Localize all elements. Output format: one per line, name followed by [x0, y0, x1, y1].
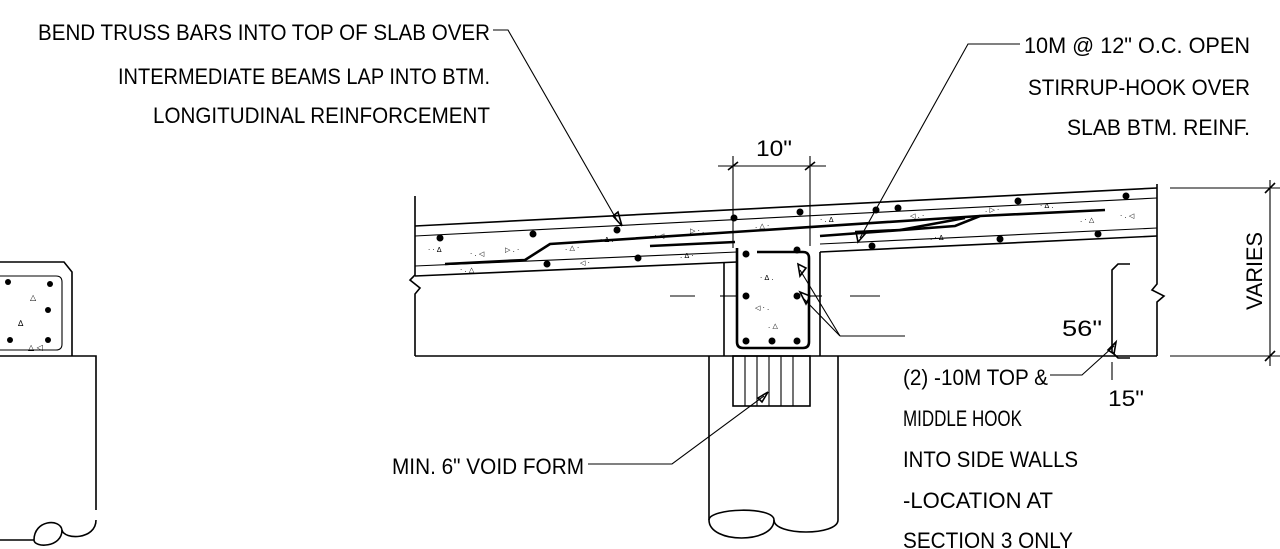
svg-text:◁ ·: ◁ · — [580, 259, 590, 267]
svg-text:· ∆ .: · ∆ . — [760, 274, 774, 282]
void-form-note: MIN. 6" VOID FORM — [392, 454, 584, 479]
hook-note-line-5: SECTION 3 ONLY — [903, 528, 1073, 549]
svg-text:. ∆ ·: . ∆ · — [680, 252, 694, 260]
truss-note-line-2: INTERMEDIATE BEAMS LAP INTO BTM. — [118, 64, 490, 89]
stirrup-note-line-3: SLAB BTM. REINF. — [1067, 115, 1250, 140]
truss-note-line-1: BEND TRUSS BARS INTO TOP OF SLAB OVER — [38, 20, 490, 45]
slab-depth-label: VARIES — [1242, 232, 1267, 310]
svg-text:▷ · .: ▷ · . — [690, 227, 704, 235]
svg-text:· . △: · . △ — [460, 266, 475, 274]
svg-text:◁ · .: ◁ · . — [755, 304, 769, 312]
stirrup-note: 10M @ 12" O.C. OPEN STIRRUP-HOOK OVER SL… — [1024, 33, 1250, 140]
center-pile — [708, 356, 839, 539]
side-wall-bracket — [1111, 263, 1130, 359]
beam-width-label: 10" — [756, 136, 792, 161]
svg-text:· . ∆: · . ∆ — [820, 216, 834, 224]
stirrup-note-line-1: 10M @ 12" O.C. OPEN — [1024, 33, 1250, 58]
svg-text:∆: ∆ — [17, 319, 24, 328]
slab-depth-dimension — [1170, 180, 1280, 366]
svg-text:. · ∆: . · ∆ — [930, 234, 944, 242]
hook-note-line-4: -LOCATION AT — [903, 488, 1053, 513]
beam-width-dimension — [718, 156, 826, 248]
void-form — [732, 355, 811, 407]
truss-bars-note: BEND TRUSS BARS INTO TOP OF SLAB OVER IN… — [38, 20, 490, 128]
left-pile — [0, 355, 97, 546]
stirrup-note-line-2: STIRRUP-HOOK OVER — [1028, 75, 1250, 100]
svg-text:. ▷ ·: . ▷ · — [985, 206, 999, 214]
svg-text:. △ ·: . △ · — [755, 222, 769, 230]
svg-text:▷ . ·: ▷ . · — [505, 246, 519, 254]
svg-text:· ∆ .: · ∆ . — [600, 236, 614, 244]
wall-thickness-label: 15" — [1108, 386, 1144, 411]
hook-note-line-1: (2) -10M TOP & — [903, 365, 1048, 390]
left-beam-section: △ ∆ △ ◁ — [0, 261, 73, 356]
truss-note-line-3: LONGITUDINAL REINFORCEMENT — [153, 103, 490, 128]
hook-note-line-3: INTO SIDE WALLS — [903, 447, 1078, 472]
svg-text:◁ . ·: ◁ . · — [910, 212, 924, 220]
concrete-hatch: · · ∆ · . ◁ ▷ . · . △ · · ∆ . . · ◁ ▷ · … — [428, 202, 1135, 274]
beam: · ∆ . ◁ · . . △ — [723, 246, 821, 356]
svg-text:· ∆ .: · ∆ . — [1040, 202, 1054, 210]
wall-height-label: 56" — [1062, 316, 1102, 341]
hook-note-line-2: MIDDLE HOOK — [903, 406, 1022, 431]
leaders — [493, 29, 1118, 465]
svg-text:· . ◁: · . ◁ — [470, 250, 485, 258]
svg-text:. △: . △ — [768, 322, 778, 330]
svg-text:. △ ·: . △ · — [565, 244, 579, 252]
slab-rebar — [436, 192, 1130, 268]
svg-text:△: △ — [30, 293, 37, 302]
truss-bars — [444, 208, 1106, 266]
svg-text:· · ∆: · · ∆ — [428, 246, 442, 254]
svg-text:. · ◁: . · ◁ — [650, 232, 665, 240]
svg-text:△ ◁: △ ◁ — [28, 343, 43, 352]
hook-bars-note: (2) -10M TOP & MIDDLE HOOK INTO SIDE WAL… — [903, 365, 1078, 549]
svg-text:· . ◁: · . ◁ — [1120, 212, 1135, 220]
svg-text:. · △: . · △ — [1080, 216, 1095, 224]
